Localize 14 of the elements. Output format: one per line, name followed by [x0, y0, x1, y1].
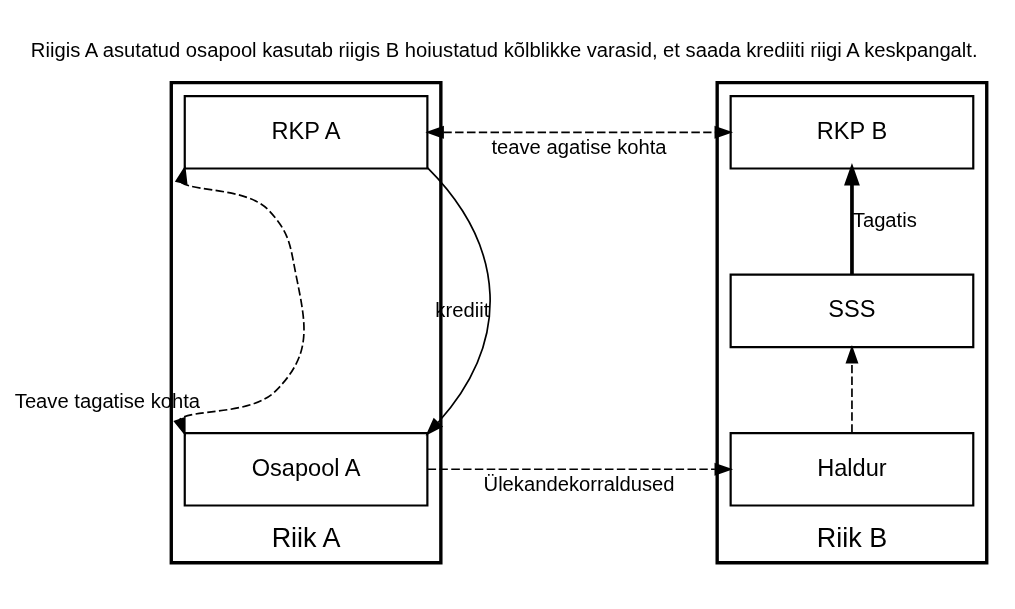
arrow [427, 462, 734, 476]
node-box: SSS [729, 273, 975, 348]
node-box: Haldur [729, 431, 975, 507]
node-box: RKP A [183, 94, 429, 170]
arrow [845, 344, 859, 433]
arrow [173, 164, 305, 436]
node-box: Osapool A [183, 431, 429, 507]
edge-label: teave agatise kohta [491, 135, 667, 158]
arrow [844, 162, 860, 275]
edge-label: Ülekandekorraldused [483, 472, 675, 494]
arrow [425, 166, 491, 436]
arrow [425, 125, 734, 139]
node-box: RKP B [729, 94, 975, 170]
diagram-title: Riigis A asutatud osapool kasutab riigis B hoiustatud kõlblikke varasid, et saada krediiti riigi A keskpangalt. [30, 38, 978, 61]
